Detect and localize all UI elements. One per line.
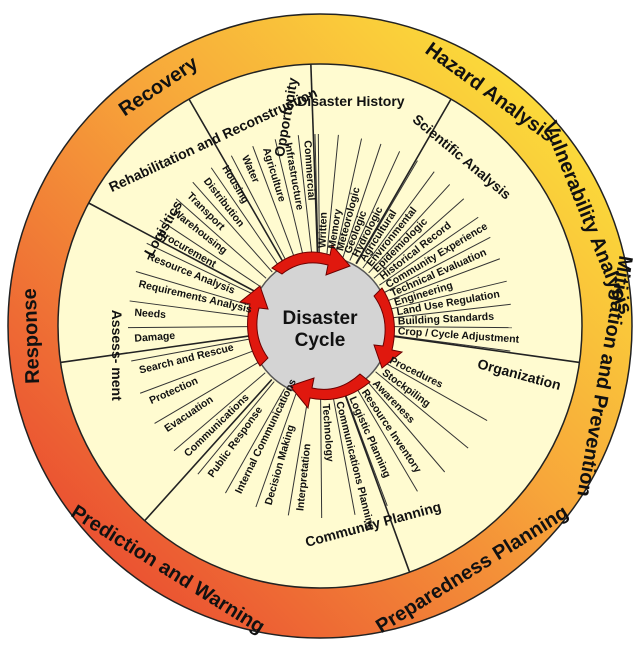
sector-divider	[188, 98, 285, 265]
spoke-line	[375, 371, 469, 449]
spoke-line	[391, 303, 511, 319]
spoke-line	[326, 134, 339, 255]
sector-divider	[391, 335, 580, 364]
spoke-line	[131, 338, 250, 362]
spoke-line	[314, 134, 319, 255]
spoke-line	[368, 184, 451, 274]
spoke-line	[320, 397, 323, 518]
spoke-line	[362, 171, 435, 269]
spoke-line	[389, 280, 507, 310]
spoke-line	[332, 396, 356, 515]
spoke-line	[225, 388, 285, 494]
center-title-line2: Cycle	[295, 330, 346, 351]
spoke-line	[135, 270, 252, 307]
spoke-line	[379, 216, 479, 286]
sector-lines	[60, 64, 580, 573]
sector-divider	[88, 202, 257, 293]
spoke-line	[297, 135, 313, 255]
sector-divider	[343, 393, 411, 573]
section-assessment: Assess- ment	[109, 310, 125, 401]
ring-label: Response	[19, 288, 44, 384]
spoke-line	[391, 334, 511, 352]
item-label: Written	[317, 212, 330, 248]
cycle-arrows	[238, 243, 404, 410]
item-label: Commercial	[301, 140, 317, 201]
sector-divider	[60, 335, 249, 364]
spoke-line	[192, 181, 273, 273]
spoke-line	[383, 236, 491, 294]
spoke-line	[146, 242, 256, 296]
spoke-line	[139, 350, 253, 394]
spoke-line	[349, 151, 401, 261]
item-label: Needs	[134, 307, 166, 321]
item-label: Building Standards	[398, 311, 495, 328]
spoke-line	[391, 326, 512, 329]
item-label: Technology	[320, 403, 336, 462]
spoke-line	[197, 381, 275, 475]
spoke-line	[356, 160, 418, 265]
spoke-line	[344, 393, 388, 507]
spoke-line	[342, 143, 382, 258]
spoke-line	[230, 155, 288, 263]
spoke-line	[366, 380, 446, 473]
spoke-line	[210, 167, 280, 267]
spoke-line	[373, 198, 465, 279]
sector-divider	[144, 378, 273, 522]
spoke-line	[274, 139, 304, 257]
sector-divider	[355, 98, 452, 265]
spoke-line	[287, 396, 309, 516]
spoke-line	[387, 258, 501, 302]
spokes	[128, 134, 512, 518]
spoke-line	[128, 326, 249, 329]
spoke-line	[382, 361, 488, 421]
spoke-line	[317, 134, 320, 255]
item-label: Damage	[134, 330, 176, 345]
spoke-line	[173, 372, 266, 452]
spoke-line	[175, 198, 267, 279]
spoke-line	[356, 387, 418, 492]
spoke-line	[159, 219, 261, 287]
spoke-line	[129, 300, 249, 318]
center-title-line1: Disaster	[283, 308, 359, 329]
spoke-line	[154, 362, 259, 424]
section-disaster-history: Disaster History	[297, 93, 405, 109]
spoke-line	[252, 145, 296, 259]
spoke-line	[255, 393, 297, 508]
sector-divider	[310, 64, 319, 255]
spoke-line	[335, 138, 363, 256]
